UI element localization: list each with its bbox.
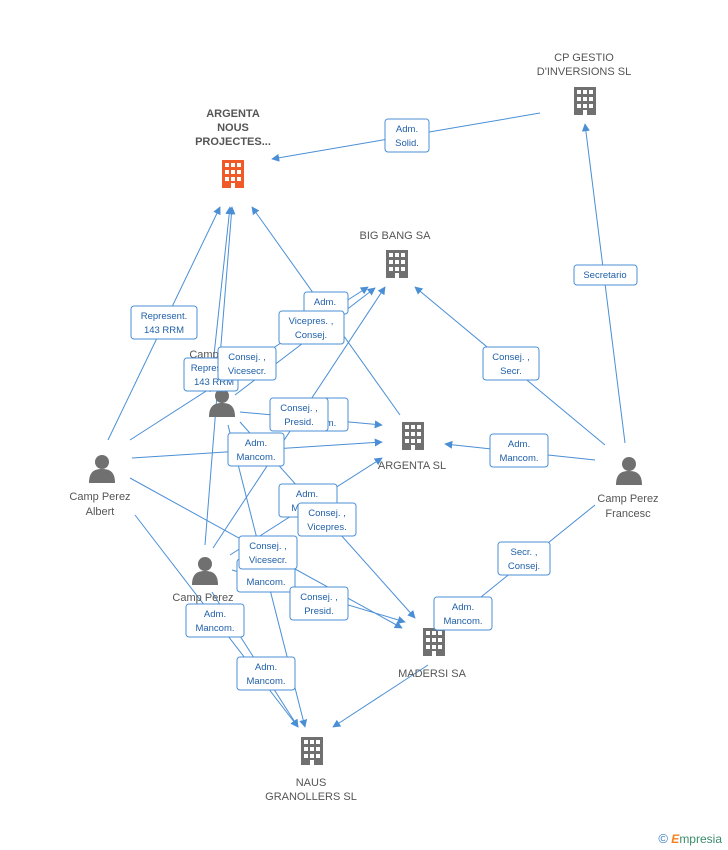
edge-labels: Adm. Solid. Secretario Represent. 143 RR… <box>130 118 638 691</box>
edge-label-adm-solid[interactable]: Adm. Solid. <box>384 118 430 153</box>
svg-text:Consej. ,: Consej. , <box>280 403 318 414</box>
edge-label-vicepres-consej[interactable]: Vicepres. , Consej. <box>278 310 345 345</box>
company-label: NOUS <box>217 122 249 134</box>
edge-label-adm-mancom-3[interactable]: Adm. Mancom. <box>433 596 493 631</box>
svg-text:Secr. ,: Secr. , <box>511 547 538 558</box>
svg-text:Presid.: Presid. <box>284 417 314 428</box>
brand-name: mpresia <box>679 832 722 846</box>
brand-initial: E <box>671 832 680 846</box>
person-label: Francesc <box>605 508 651 520</box>
svg-text:Adm.: Adm. <box>452 602 474 613</box>
edge-label-consej-presid-2[interactable]: Consej. , Presid. <box>289 586 349 621</box>
company-argenta-sl[interactable]: ARGENTA SL <box>378 422 446 472</box>
svg-text:Mancom.: Mancom. <box>195 623 234 634</box>
svg-text:Consej. ,: Consej. , <box>308 508 346 519</box>
svg-text:Vicepres. ,: Vicepres. , <box>289 316 334 327</box>
svg-text:Presid.: Presid. <box>304 606 334 617</box>
svg-text:Adm.: Adm. <box>296 489 318 500</box>
company-naus[interactable]: NAUS GRANOLLERS SL <box>265 737 357 803</box>
person-label: Albert <box>86 506 115 518</box>
svg-text:Adm.: Adm. <box>508 439 530 450</box>
svg-text:Consej.: Consej. <box>508 561 540 572</box>
svg-text:Vicesecr.: Vicesecr. <box>228 366 266 377</box>
svg-text:Consej. ,: Consej. , <box>249 541 287 552</box>
svg-text:Consej. ,: Consej. , <box>492 352 530 363</box>
company-label: ARGENTA <box>206 108 260 120</box>
company-label: BIG BANG SA <box>360 230 432 242</box>
svg-text:143 RRM: 143 RRM <box>194 377 234 388</box>
copyright-icon: © <box>658 831 668 846</box>
company-label: PROJECTES... <box>195 136 271 148</box>
edge-label-consej-vicesecr-2[interactable]: Consej. , Vicesecr. <box>238 535 298 570</box>
company-label: D'INVERSIONS SL <box>537 66 631 78</box>
edge-label-consej-presid-1[interactable]: Consej. , Presid. <box>269 397 329 432</box>
svg-text:m.: m. <box>326 418 337 429</box>
person-low[interactable]: Camp Perez <box>172 557 234 604</box>
person-label: Camp Perez <box>597 493 658 505</box>
svg-text:Vicesecr.: Vicesecr. <box>249 555 287 566</box>
svg-text:Vicepres.: Vicepres. <box>307 522 346 533</box>
svg-text:Mancom.: Mancom. <box>246 577 285 588</box>
edge-label-represent-1[interactable]: Represent. 143 RRM <box>130 305 198 340</box>
company-label: GRANOLLERS SL <box>265 791 357 803</box>
company-label: MADERSI SA <box>398 668 467 680</box>
svg-text:Consej. ,: Consej. , <box>300 592 338 603</box>
svg-text:Mancom.: Mancom. <box>443 616 482 627</box>
svg-text:Secr.: Secr. <box>500 366 522 377</box>
edge-label-consej-vicesecr-1[interactable]: Consej. , Vicesecr. <box>217 346 277 381</box>
svg-text:Mancom.: Mancom. <box>236 452 275 463</box>
company-label: ARGENTA SL <box>378 460 446 472</box>
edge-label-secretario[interactable]: Secretario <box>573 264 638 286</box>
svg-text:Mancom.: Mancom. <box>499 453 538 464</box>
svg-text:Represent.: Represent. <box>141 311 187 322</box>
svg-text:Adm.: Adm. <box>204 609 226 620</box>
edge-label-adm-mancom-2[interactable]: Adm. Mancom. <box>489 433 549 468</box>
edges <box>107 112 626 728</box>
edge-label-secr-consej[interactable]: Secr. , Consej. <box>497 541 551 576</box>
edge-label-adm-mancom-5[interactable]: Adm. Mancom. <box>236 656 296 691</box>
company-cp-gestio[interactable]: CP GESTIO D'INVERSIONS SL <box>537 52 631 115</box>
person-label: Camp Perez <box>69 491 130 503</box>
edge-label-adm-mancom-1[interactable]: Adm. Mancom. <box>227 432 285 467</box>
svg-text:Repres: Repres <box>191 363 222 374</box>
svg-text:Mancom.: Mancom. <box>246 676 285 687</box>
company-label: NAUS <box>296 777 327 789</box>
company-madersi[interactable]: MADERSI SA <box>398 628 467 680</box>
svg-text:Consej. ,: Consej. , <box>228 352 266 363</box>
company-big-bang[interactable]: BIG BANG SA <box>360 230 432 278</box>
company-label: CP GESTIO <box>554 52 614 64</box>
svg-text:Adm.: Adm. <box>396 124 418 135</box>
person-francesc[interactable]: Camp Perez Francesc <box>597 457 659 520</box>
svg-text:143 RRM: 143 RRM <box>144 325 184 336</box>
company-argenta-nous[interactable]: ARGENTA NOUS PROJECTES... <box>195 108 271 188</box>
svg-text:Adm.: Adm. <box>314 297 336 308</box>
edge-label-consej-vicepres[interactable]: Consej. , Vicepres. <box>297 502 357 537</box>
svg-text:Consej.: Consej. <box>295 330 327 341</box>
svg-text:Solid.: Solid. <box>395 138 419 149</box>
person-label: Camp Perez <box>172 592 233 604</box>
person-albert[interactable]: Camp Perez Albert <box>69 455 131 518</box>
edge-madersi-naus <box>332 664 429 728</box>
edge-label-consej-secr[interactable]: Consej. , Secr. <box>482 346 540 381</box>
edge-label-adm-mancom-4[interactable]: Adm. Mancom. <box>185 603 245 638</box>
svg-text:Adm.: Adm. <box>255 662 277 673</box>
svg-text:Secretario: Secretario <box>583 270 626 281</box>
footer-brand: © Empresia <box>658 831 722 846</box>
svg-text:Adm.: Adm. <box>245 438 267 449</box>
